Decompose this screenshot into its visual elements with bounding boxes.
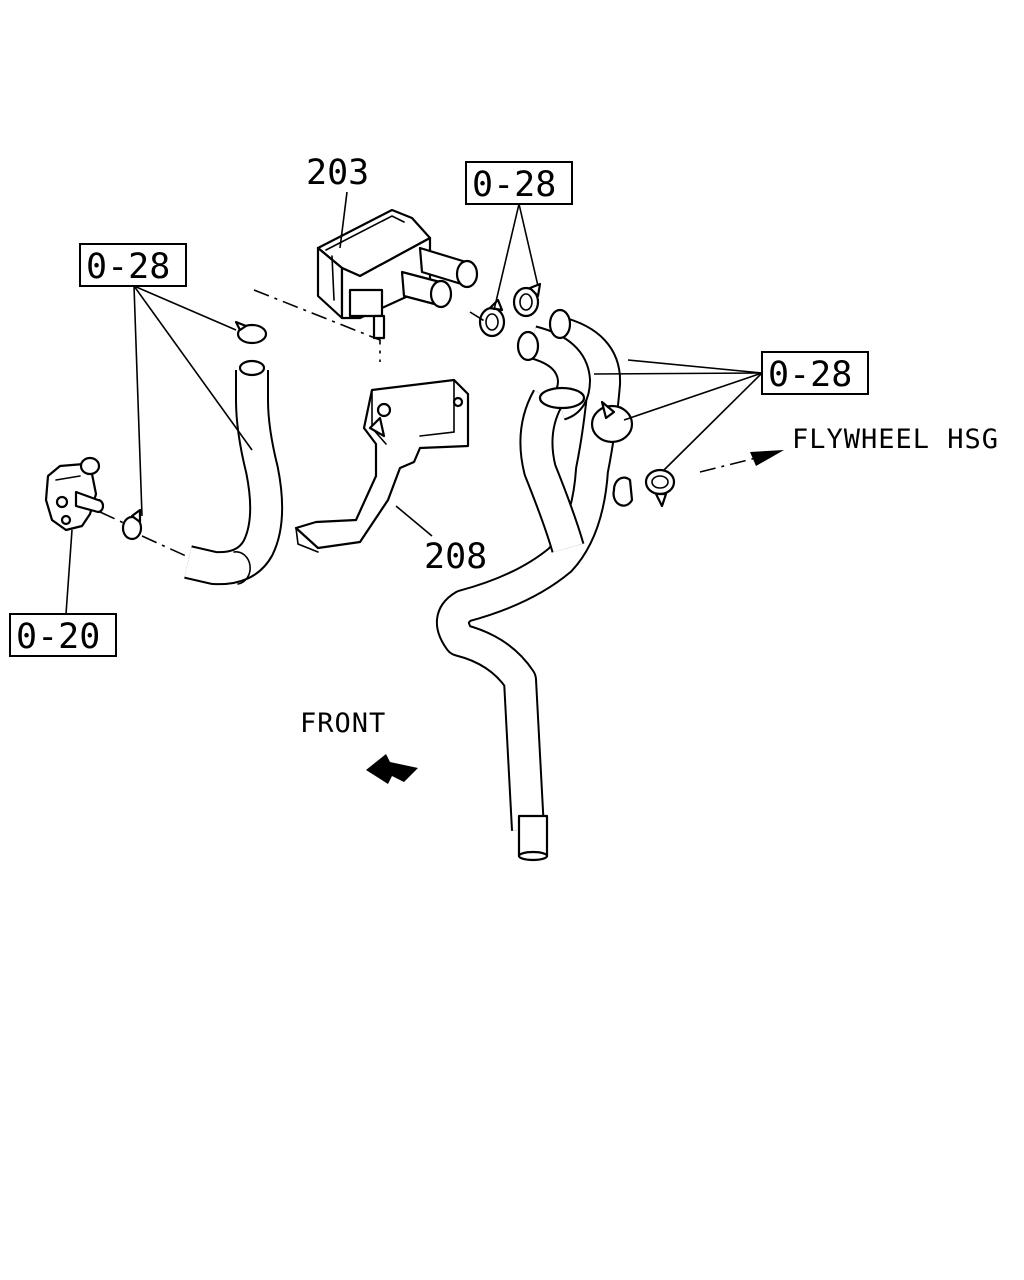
callout-box-right: [761, 351, 869, 395]
clip-left-top[interactable]: [234, 320, 268, 345]
bracket-208[interactable]: [294, 378, 470, 553]
valve-203[interactable]: [316, 208, 479, 340]
clip-left-bottom[interactable]: [121, 508, 143, 541]
leaders-right: [593, 359, 763, 471]
leader-203: [339, 191, 348, 249]
callout-top-center: 0-28: [472, 165, 556, 205]
front-arrow-icon: [366, 754, 418, 784]
leader-sensor: [65, 529, 73, 615]
leaders-top: [493, 203, 539, 311]
callout-right: 0-28: [768, 355, 852, 395]
flywheel-hsg-label: FLYWHEEL HSG: [792, 424, 999, 455]
callout-box-left: [79, 243, 187, 287]
leader-208: [395, 505, 433, 537]
callout-box-sensor: [9, 613, 117, 657]
callout-sensor: 0-20: [16, 617, 100, 657]
pressure-sensor[interactable]: [44, 456, 105, 532]
dashline-clip-hose: [141, 535, 187, 557]
left-vacuum-hose[interactable]: [184, 359, 284, 586]
flywheel-arrow-icon: [699, 450, 784, 473]
clamp-right-c[interactable]: [538, 386, 634, 444]
dashline-valve-bracket: [253, 289, 381, 362]
dashline-clamp: [469, 311, 487, 323]
dashline-sensor-clip: [99, 511, 127, 525]
leaders-left: [133, 285, 253, 517]
label-208: 208: [424, 537, 487, 577]
front-label: FRONT: [300, 708, 386, 739]
callout-box-top: [465, 161, 573, 205]
clamp-right-b[interactable]: [512, 282, 542, 318]
right-main-hose[interactable]: [436, 308, 634, 862]
clamp-right-a[interactable]: [478, 298, 506, 338]
clamp-flywheel[interactable]: [644, 468, 676, 508]
label-203: 203: [306, 153, 369, 193]
callout-left: 0-28: [86, 247, 170, 287]
